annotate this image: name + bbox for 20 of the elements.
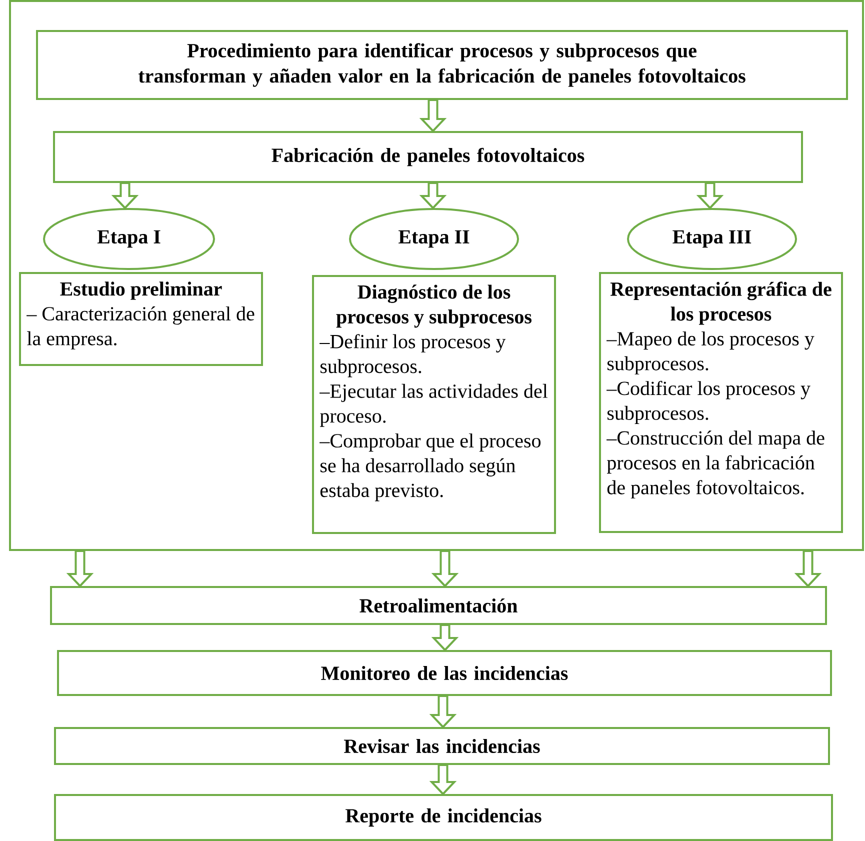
- process-box: Fabricación de paneles fotovoltaicos: [53, 130, 803, 183]
- block-arrow: [111, 182, 139, 210]
- process-box: Monitoreo de las incidencias: [57, 650, 832, 696]
- stage-card: Representación gráfica de los procesos –Mapeo de los procesos y subprocesos. –Codificar los procesos y subprocesos. –Construcción del mapa de procesos en la fabricación de paneles fotovoltaicos.: [599, 272, 843, 533]
- block-arrow: [429, 764, 457, 796]
- stage-card: Estudio preliminar – Caracterización general de la empresa.: [19, 272, 263, 366]
- block-arrow: [794, 550, 822, 588]
- process-box: Retroalimentación: [50, 586, 827, 625]
- outer-frame: [9, 0, 864, 551]
- stage-card: Diagnóstico de los procesos y subprocesos –Definir los procesos y subprocesos. –Ejecutar las actividades del proceso. –Comprobar que el proceso se ha desarrollado según estaba previsto.: [312, 274, 556, 534]
- process-box: Revisar las incidencias: [54, 727, 830, 765]
- block-arrow: [431, 624, 459, 652]
- block-arrow: [431, 550, 459, 588]
- block-arrow: [419, 98, 447, 132]
- block-arrow: [429, 695, 457, 728]
- process-box: Reporte de incidencias: [54, 794, 833, 841]
- process-box: Procedimiento para identificar procesos y subprocesos que transforman y añaden valor en la fabricación de paneles fotovoltaicos: [36, 30, 848, 100]
- block-arrow: [696, 182, 724, 210]
- block-arrow: [66, 550, 94, 588]
- block-arrow: [419, 182, 447, 210]
